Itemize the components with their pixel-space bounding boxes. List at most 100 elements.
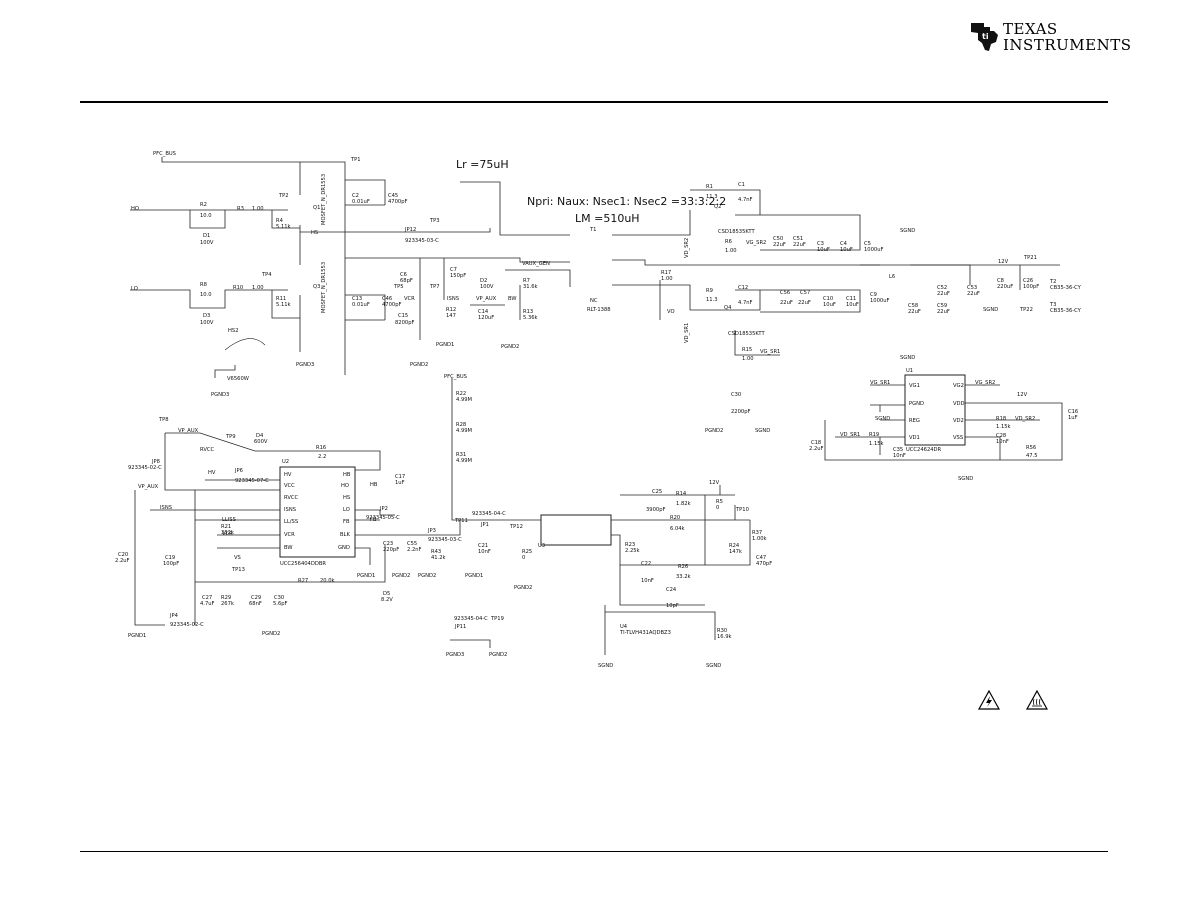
c17-label: C17: [395, 474, 406, 480]
t3-part: CB35-36-CY: [1050, 308, 1081, 314]
c5-value: 1000uF: [864, 247, 884, 253]
c26-label: C26: [1023, 278, 1034, 284]
tp4-label: TP4: [262, 272, 272, 278]
c3-label: C3: [817, 241, 824, 247]
ground-sgnd-2: SGND: [900, 355, 916, 361]
net-vcr-2: VCR: [222, 531, 233, 537]
c2-label: C2: [352, 193, 359, 199]
net-isns: ISNS: [447, 296, 459, 302]
ground-pgnd2-8: PGND2: [489, 652, 508, 658]
jp6-part: 923345-07-C: [235, 478, 269, 484]
c45-label: C45: [388, 193, 399, 199]
jp1-part: 923345-04-C: [472, 511, 506, 517]
net-vd-sr1: VD_SR1: [684, 322, 690, 343]
c47-value: 470pF: [756, 561, 773, 567]
c16-label: C16: [1068, 409, 1079, 415]
c22-value: 10nF: [641, 578, 654, 584]
q4-label: Q4: [724, 305, 732, 311]
net-vp-aux: VP_AUX: [476, 296, 497, 302]
lr-annotation: Lr =75uH: [456, 158, 509, 171]
r20-label: R20: [670, 515, 681, 521]
u2-pin-isns: ISNS: [284, 507, 296, 513]
r24-label: R24: [729, 543, 740, 549]
ground-sgnd-7: SGND: [598, 663, 614, 669]
net-hb: HB: [370, 482, 378, 488]
u2-part: UCC256404DDBR: [280, 561, 326, 567]
net-bw: BW: [508, 296, 517, 302]
r31-value: 4.99M: [456, 458, 473, 464]
tp11-label: TP11: [455, 518, 468, 524]
c20-label: C20: [118, 552, 129, 558]
c35-value: 10nF: [893, 453, 906, 459]
hs2-part: V6560W: [227, 376, 249, 382]
r56-value: 47.5: [1026, 453, 1038, 459]
c55-label: C55: [407, 541, 418, 547]
r2-value: 10.0: [200, 213, 212, 219]
t1-part: RLT-1388: [587, 307, 611, 313]
r7-label: R7: [523, 278, 530, 284]
c14-label: C14: [478, 309, 489, 315]
c57-label: C57: [800, 290, 811, 296]
c58-label: C58: [908, 303, 919, 309]
c7-value: 150pF: [450, 273, 467, 279]
u1-pin-pgnd: PGND: [909, 401, 925, 407]
q4-part: CSD18535KTT: [728, 331, 765, 337]
c1-label: C1: [738, 182, 745, 188]
tp22-label: TP22: [1020, 307, 1033, 313]
c8-label: C8: [997, 278, 1004, 284]
c58-value: 22uF: [908, 309, 921, 315]
r14-label: R14: [676, 491, 687, 497]
jp12-label: JP12: [405, 227, 417, 233]
r24-value: 147k: [729, 549, 742, 555]
net-hv: HV: [208, 470, 216, 476]
tp21-label: TP21: [1024, 255, 1037, 261]
ground-pgnd2-3: PGND2: [705, 428, 724, 434]
r25-value: 0: [522, 555, 526, 561]
c22-label: C22: [641, 561, 652, 567]
c59-label: C59: [937, 303, 948, 309]
ground-sgnd-5: SGND: [958, 476, 974, 482]
r9-label: R9: [706, 288, 713, 294]
r17-label: R17: [661, 270, 672, 276]
r9-value: 11.3: [706, 297, 718, 303]
jp1-label: JP1: [481, 522, 489, 528]
net-vg-sr1: VG_SR1: [760, 349, 781, 355]
jp4-label: JP4: [170, 613, 178, 619]
c12-label: C12: [738, 285, 749, 291]
brand-line-1: TEXAS: [1003, 20, 1058, 38]
jp6-label: JP6: [235, 468, 243, 474]
net-vo: VO: [667, 309, 675, 315]
jp2-label: JP2: [380, 506, 388, 512]
r20-value: 6.04k: [670, 526, 685, 532]
net-pfc-bus-2: PFC_BUS: [444, 374, 467, 380]
c11-value: 10uF: [846, 302, 859, 308]
d5-label: D5: [383, 591, 391, 597]
c50-value: 22uF: [773, 242, 786, 248]
tp3-label: TP3: [430, 218, 440, 224]
u1-part: UCC24624DR: [906, 447, 942, 453]
r6-label: R6: [725, 239, 732, 245]
hot-surface-warning-icon: [1026, 690, 1048, 710]
r8-label: R8: [200, 282, 207, 288]
c28-value: 10nF: [996, 439, 1009, 445]
r21-value: 332k: [221, 530, 234, 536]
net-vd-sr1-b: VD_SR1: [840, 432, 861, 438]
r3-value: 1.00: [252, 206, 264, 212]
tp9-label: TP9: [226, 434, 236, 440]
r11-label: R11: [276, 296, 287, 302]
header-rule: [80, 101, 1108, 103]
ti-logo-icon: ti: [971, 23, 998, 51]
jp4-part: 923345-02-C: [170, 622, 204, 628]
q1-part: MOSFET_N_DR1553: [321, 173, 327, 225]
u4-part: TI-TLVH431AQDBZ3: [620, 630, 671, 636]
r6-value: 1.00: [725, 248, 737, 254]
net-isns-2: ISNS: [160, 505, 172, 511]
l6-label: L6: [889, 274, 896, 280]
c51-value: 22uF: [793, 242, 806, 248]
ground-pgnd3-3: PGND3: [446, 652, 465, 658]
tp5-label: TP5: [394, 284, 404, 290]
c59-value: 22uF: [937, 309, 950, 315]
r22-label: R22: [456, 391, 467, 397]
lm-annotation: LM =510uH: [575, 212, 640, 225]
u2-pin-gnd: GND: [338, 545, 350, 551]
